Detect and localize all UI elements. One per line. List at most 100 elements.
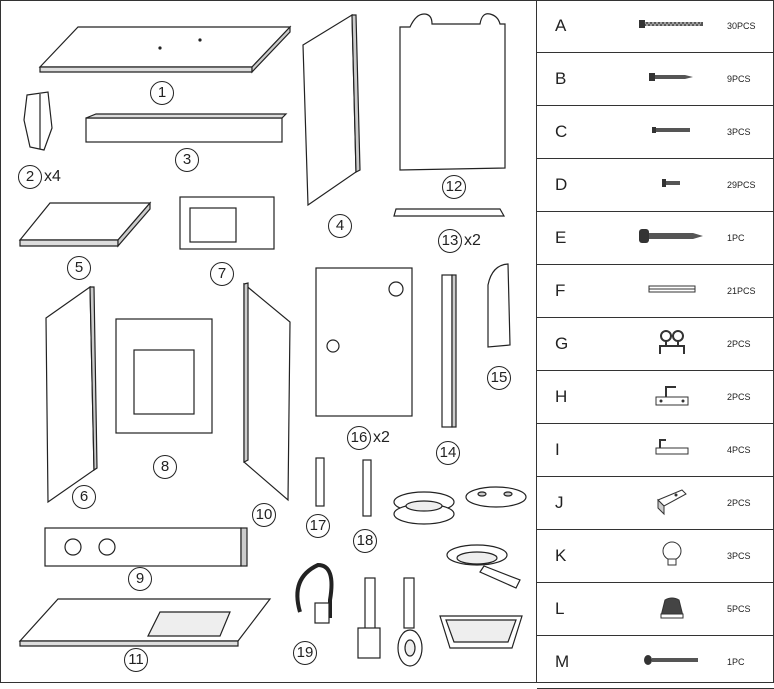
part-15-arc [487,263,511,348]
part-label-5: 5 [67,256,91,280]
part-1-panel [38,25,292,74]
part-number: 12 [442,175,466,199]
part-number: 4 [328,214,352,238]
part-number: 17 [306,514,330,538]
part-label-14: 14 [436,441,460,465]
part-12-back-panel [399,13,506,171]
tray [439,615,523,649]
part-label-12: 12 [442,175,466,199]
part-number: 11 [124,648,148,672]
large-screw-icon [617,211,727,265]
parts-illustrations [18,13,527,667]
handle-icon [617,582,727,636]
screw-icon [617,52,727,106]
part-label-6: 6 [72,485,96,509]
part-number: 2 [18,165,42,189]
part-number: 15 [487,366,511,390]
part-label-7: 7 [210,262,234,286]
part-18-stick [362,459,372,517]
hardware-row: L 5PCS [537,582,774,636]
hardware-quantity: 2PCS [727,476,774,530]
part-11-countertop [18,598,272,647]
hardware-letter: A [537,0,617,53]
hardware-letter: D [537,158,617,212]
hook-screw-icon [617,635,727,689]
slotted-spoon [397,577,423,667]
hardware-letter: C [537,105,617,159]
hardware-quantity: 5PCS [727,582,774,636]
hardware-quantity: 30PCS [727,0,774,53]
part-number: 13 [438,229,462,253]
part-number: 16 [347,426,371,450]
part-number: 9 [128,567,152,591]
part-label-1: 1 [150,81,174,105]
part-7-door [179,196,275,250]
hardware-letter: I [537,423,617,477]
part-count: x2 [464,231,481,249]
part-9-bar [44,527,248,567]
hardware-quantity: 1PC [727,211,774,265]
hardware-quantity: 3PCS [727,529,774,583]
part-number: 5 [67,256,91,280]
part-3-beam [85,113,288,143]
hardware-letter: M [537,635,617,689]
hardware-row: B 9PCS [537,52,774,106]
hardware-quantity: 9PCS [727,52,774,106]
hardware-letter: K [537,529,617,583]
part-13-rail [393,208,506,217]
part-2-leg [23,91,53,151]
hardware-row: K 3PCS [537,529,774,583]
hardware-row: J 2PCS [537,476,774,530]
part-number: 1 [150,81,174,105]
hardware-row: C 3PCS [537,105,774,159]
part-19-faucet [295,562,334,624]
part-4-side-panel [302,13,361,207]
part-number: 8 [153,455,177,479]
part-label-11: 11 [124,648,148,672]
hardware-quantity: 4PCS [727,423,774,477]
part-label-19: 19 [293,641,317,665]
hardware-letter: J [537,476,617,530]
long-screw-icon [617,0,727,53]
hardware-quantity: 3PCS [727,105,774,159]
part-16-door [315,267,413,417]
part-label-9: 9 [128,567,152,591]
part-8-frame [115,318,213,434]
part-number: 3 [175,148,199,172]
hardware-letter: B [537,52,617,106]
bracket-icon [617,476,727,530]
part-label-4: 4 [328,214,352,238]
part-17-stick [315,457,325,507]
part-5-shelf [18,201,152,248]
burner-ring [393,491,455,525]
part-10-panel [243,282,291,502]
hardware-row: A 30PCS [537,0,774,53]
clip-icon [617,423,727,477]
small-screw-icon [617,158,727,212]
part-label-3: 3 [175,148,199,172]
part-number: 10 [252,503,276,527]
hardware-letter: H [537,370,617,424]
knob-icon [617,529,727,583]
part-number: 19 [293,641,317,665]
hardware-row: I 4PCS [537,423,774,477]
part-number: 6 [72,485,96,509]
part-number: 7 [210,262,234,286]
hardware-letter: G [537,317,617,371]
hardware-quantity: 2PCS [727,370,774,424]
frying-pan [446,544,521,589]
part-count: x4 [44,167,61,185]
hook-icon [617,317,727,371]
column-divider [536,0,537,683]
hardware-row: H 2PCS [537,370,774,424]
hardware-letter: L [537,582,617,636]
burner-plate [465,486,527,508]
